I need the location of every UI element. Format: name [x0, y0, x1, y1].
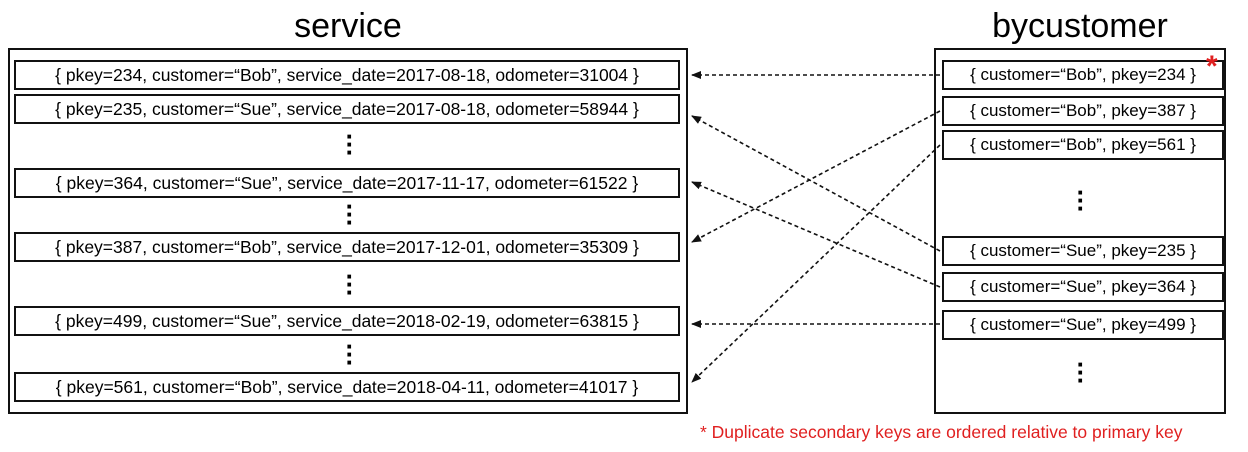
- arrow-bob-561: [691, 144, 941, 383]
- ellipsis-icon: ···: [1076, 177, 1086, 223]
- bycustomer-table: [934, 48, 1226, 414]
- bycustomer-record-sue-235: { customer=“Sue”, pkey=235 }: [942, 236, 1224, 266]
- service-record-235: { pkey=235, customer=“Sue”, service_date…: [14, 94, 680, 124]
- ellipsis-icon: ···: [345, 331, 355, 377]
- bycustomer-record-bob-561: { customer=“Bob”, pkey=561 }: [942, 130, 1224, 160]
- bycustomer-record-sue-499: { customer=“Sue”, pkey=499 }: [942, 310, 1224, 340]
- service-table: [8, 48, 688, 414]
- service-record-364: { pkey=364, customer=“Sue”, service_date…: [14, 168, 680, 198]
- arrow-sue-235: [691, 115, 941, 252]
- footnote: * Duplicate secondary keys are ordered r…: [700, 422, 1183, 442]
- bycustomer-record-sue-364: { customer=“Sue”, pkey=364 }: [942, 272, 1224, 302]
- service-record-234: { pkey=234, customer=“Bob”, service_date…: [14, 60, 680, 90]
- bycustomer-record-bob-387: { customer=“Bob”, pkey=387 }: [942, 96, 1224, 126]
- service-record-499: { pkey=499, customer=“Sue”, service_date…: [14, 306, 680, 336]
- duplicate-key-asterisk: *: [1206, 50, 1218, 83]
- arrow-bob-387: [691, 110, 941, 243]
- service-record-561: { pkey=561, customer=“Bob”, service_date…: [14, 372, 680, 402]
- ellipsis-icon: ···: [1076, 349, 1086, 395]
- ellipsis-icon: ···: [345, 191, 355, 237]
- arrow-sue-364: [691, 181, 941, 288]
- bycustomer-title: bycustomer: [992, 7, 1168, 45]
- service-title: service: [294, 7, 402, 45]
- ellipsis-icon: ···: [345, 261, 355, 307]
- service-record-387: { pkey=387, customer=“Bob”, service_date…: [14, 232, 680, 262]
- bycustomer-record-bob-234: { customer=“Bob”, pkey=234 }: [942, 60, 1224, 90]
- ellipsis-icon: ···: [345, 121, 355, 167]
